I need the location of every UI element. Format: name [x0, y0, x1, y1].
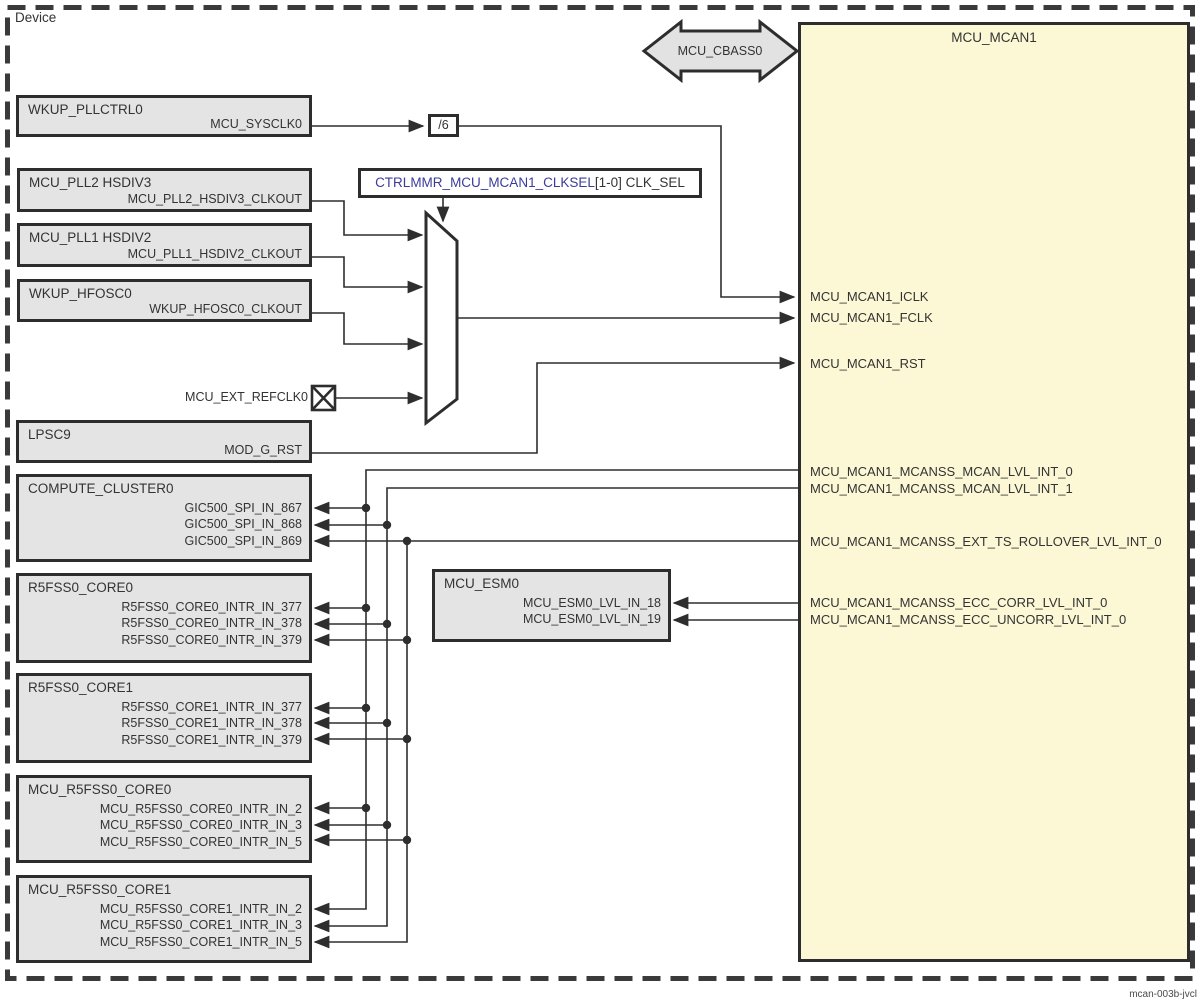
block-title: COMPUTE_CLUSTER0: [28, 481, 174, 496]
clksel-register-suffix: [1-0] CLK_SEL: [594, 175, 685, 190]
signal-label: MOD_G_RST: [224, 443, 302, 457]
signal-label: MCU_PLL2_HSDIV3_CLKOUT: [127, 192, 302, 206]
block-wkup-pllctrl0: WKUP_PLLCTRL0 MCU_SYSCLK0: [16, 95, 312, 137]
signal-label: GIC500_SPI_IN_869: [184, 533, 302, 548]
signal-label: MCU_R5FSS0_CORE1_INTR_IN_2: [99, 902, 302, 916]
clock-divider-box: /6: [428, 114, 459, 137]
signal-label: GIC500_SPI_IN_868: [184, 517, 302, 532]
ext-refclk-pad-icon: [310, 384, 337, 412]
junction-dots: [361, 503, 412, 845]
port-mcan-lvl-int-0: MCU_MCAN1_MCANSS_MCAN_LVL_INT_0: [810, 464, 1073, 479]
wire-rollover-trunk: [313, 541, 408, 949]
signal-list: MCU_R5FSS0_CORE1_INTR_IN_2 MCU_R5FSS0_CO…: [100, 901, 302, 950]
signal-label: MCU_R5FSS0_CORE1_INTR_IN_5: [99, 934, 302, 949]
port-rst: MCU_MCAN1_RST: [810, 356, 926, 371]
block-title: WKUP_HFOSC0: [29, 286, 132, 301]
block-mcu-esm0: MCU_ESM0 MCU_ESM0_LVL_IN_18 MCU_ESM0_LVL…: [432, 569, 671, 642]
signal-label: R5FSS0_CORE0_INTR_IN_377: [121, 600, 302, 614]
signal-label: R5FSS0_CORE0_INTR_IN_378: [121, 616, 302, 631]
block-title: MCU_R5FSS0_CORE1: [28, 882, 172, 897]
wire-mcan-lvl-int-1: [313, 487, 798, 933]
block-title: R5FSS0_CORE0: [28, 580, 134, 595]
block-wkup-hfosc0: WKUP_HFOSC0 WKUP_HFOSC0_CLKOUT: [17, 279, 312, 322]
signal-label: R5FSS0_CORE1_INTR_IN_378: [121, 716, 302, 731]
clksel-register-box: CTRLMMR_MCU_MCAN1_CLKSEL[1-0] CLK_SEL: [358, 168, 702, 198]
mcan-block-title: MCU_MCAN1: [951, 30, 1037, 45]
ext-refclk-label: MCU_EXT_REFCLK0: [185, 390, 308, 404]
block-r5fss0-core0: R5FSS0_CORE0 R5FSS0_CORE0_INTR_IN_377 R5…: [16, 573, 312, 663]
signal-label: R5FSS0_CORE1_INTR_IN_377: [121, 700, 302, 714]
signal-label: MCU_ESM0_LVL_IN_19: [522, 612, 661, 627]
block-title: LPSC9: [28, 427, 71, 442]
signal-label: MCU_SYSCLK0: [210, 117, 302, 131]
block-mcu-r5fss0-core0: MCU_R5FSS0_CORE0 MCU_R5FSS0_CORE0_INTR_I…: [16, 775, 312, 863]
wire-mcan-lvl-int-0: [313, 469, 798, 916]
clock-mux: [424, 209, 459, 427]
block-lpsc9: LPSC9 MOD_G_RST: [16, 420, 312, 463]
signal-label: GIC500_SPI_IN_867: [184, 501, 302, 515]
port-iclk: MCU_MCAN1_ICLK: [810, 289, 929, 304]
port-fclk: MCU_MCAN1_FCLK: [810, 310, 933, 325]
wire-pll2-to-mux: [310, 200, 424, 242]
block-mcu-pll1-hsdiv2: MCU_PLL1 HSDIV2 MCU_PLL1_HSDIV2_CLKOUT: [17, 223, 312, 267]
signal-label: MCU_R5FSS0_CORE1_INTR_IN_3: [99, 918, 302, 933]
signal-label: WKUP_HFOSC0_CLKOUT: [149, 302, 302, 316]
signal-label: MCU_PLL1_HSDIV2_CLKOUT: [127, 247, 302, 261]
signal-list: R5FSS0_CORE0_INTR_IN_377 R5FSS0_CORE0_IN…: [121, 599, 302, 648]
cbass-label: MCU_CBASS0: [677, 44, 763, 58]
figure-id-watermark: mcan-003b-jvcl: [1129, 989, 1197, 1000]
port-mcan-lvl-int-1: MCU_MCAN1_MCANSS_MCAN_LVL_INT_1: [810, 481, 1073, 496]
signal-label: R5FSS0_CORE1_INTR_IN_379: [121, 732, 302, 747]
signal-list: MCU_R5FSS0_CORE0_INTR_IN_2 MCU_R5FSS0_CO…: [100, 801, 302, 850]
wire-hfosc-to-mux: [310, 312, 424, 351]
signal-list: MCU_ESM0_LVL_IN_18 MCU_ESM0_LVL_IN_19: [523, 595, 661, 628]
wire-pll1-to-mux: [310, 256, 424, 294]
block-compute-cluster0: COMPUTE_CLUSTER0 GIC500_SPI_IN_867 GIC50…: [16, 474, 312, 562]
block-mcu-r5fss0-core1: MCU_R5FSS0_CORE1 MCU_R5FSS0_CORE1_INTR_I…: [16, 875, 312, 963]
port-ecc-uncorr: MCU_MCAN1_MCANSS_ECC_UNCORR_LVL_INT_0: [810, 612, 1127, 627]
signal-label: MCU_R5FSS0_CORE0_INTR_IN_5: [99, 834, 302, 849]
block-title: MCU_R5FSS0_CORE0: [28, 782, 172, 797]
signal-list: R5FSS0_CORE1_INTR_IN_377 R5FSS0_CORE1_IN…: [121, 699, 302, 748]
block-title: WKUP_PLLCTRL0: [28, 102, 143, 117]
port-ecc-corr: MCU_MCAN1_MCANSS_ECC_CORR_LVL_INT_0: [810, 595, 1108, 610]
block-title: MCU_PLL2 HSDIV3: [29, 175, 152, 190]
block-r5fss0-core1: R5FSS0_CORE1 R5FSS0_CORE1_INTR_IN_377 R5…: [16, 673, 312, 763]
wire-div6-to-iclk: [459, 125, 796, 304]
block-title: R5FSS0_CORE1: [28, 680, 134, 695]
device-boundary-label: Device: [15, 10, 57, 25]
clksel-register-name: CTRLMMR_MCU_MCAN1_CLKSEL: [375, 175, 595, 190]
signal-label: MCU_ESM0_LVL_IN_18: [522, 596, 661, 610]
signal-label: MCU_R5FSS0_CORE0_INTR_IN_3: [99, 818, 302, 833]
wires: [310, 119, 798, 949]
wire-lpsc-to-rst: [310, 356, 796, 454]
block-title: MCU_ESM0: [444, 576, 520, 591]
signal-label: MCU_R5FSS0_CORE0_INTR_IN_2: [99, 802, 302, 816]
block-title: MCU_PLL1 HSDIV2: [29, 230, 152, 245]
port-ext-ts-rollover: MCU_MCAN1_MCANSS_EXT_TS_ROLLOVER_LVL_INT…: [810, 534, 1162, 549]
signal-label: R5FSS0_CORE0_INTR_IN_379: [121, 632, 302, 647]
signal-list: GIC500_SPI_IN_867 GIC500_SPI_IN_868 GIC5…: [185, 500, 302, 549]
block-mcu-pll2-hsdiv3: MCU_PLL2 HSDIV3 MCU_PLL2_HSDIV3_CLKOUT: [17, 168, 312, 212]
